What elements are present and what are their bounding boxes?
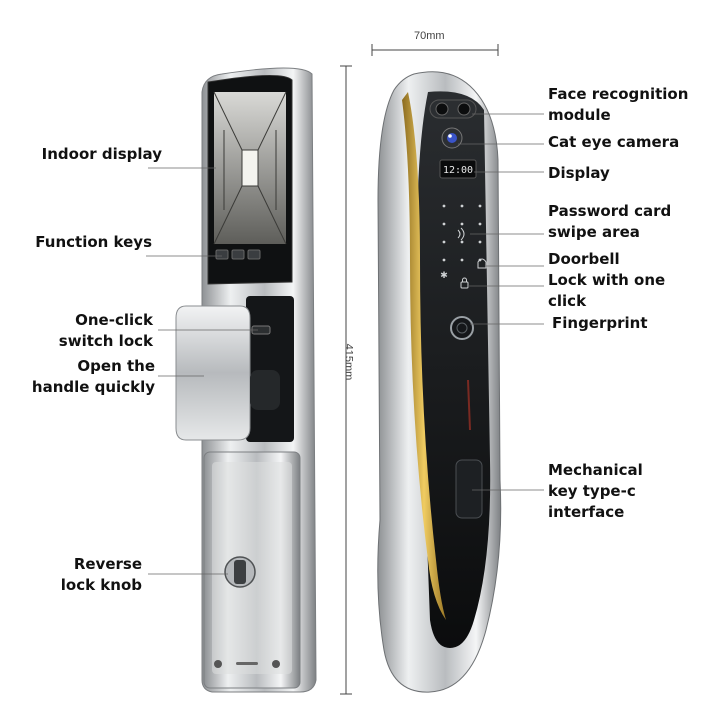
label-fingerprint: Fingerprint [552,314,648,332]
label-function-keys: Function keys [35,233,152,251]
indoor-unit [175,67,317,693]
fingerprint-sensor[interactable] [450,316,474,340]
label-lock-one-click: Lock with one click [548,271,666,310]
screw [272,660,280,668]
label-open-handle-quickly: Open the handle quickly [31,357,155,396]
label-display: Display [548,164,610,182]
mechanical-key-cover[interactable] [455,459,483,519]
corridor-image [213,91,287,245]
screw [214,660,222,668]
width-dimension-label: 70mm [414,30,445,42]
label-reverse-lock-knob: Reverse lock knob [60,555,142,594]
width-dimension [371,44,499,56]
label-password-card: Password card swipe area [548,202,672,241]
label-mechanical-key: Mechanical key type-c interface [548,461,643,521]
display-time: 12:00 [443,165,473,176]
outdoor-unit: 12:00 ✱ [377,71,502,693]
height-dimension-label: 415mm [342,343,355,381]
label-doorbell: Doorbell [548,250,620,268]
outdoor-display [439,159,477,179]
keypad-symbols-icon: ✱ [440,270,448,280]
label-cat-eye-camera: Cat eye camera [548,133,680,151]
handle-knuckle [250,370,280,410]
label-one-click-switch-lock: One-click switch lock [58,311,153,350]
doorbell-icon[interactable] [477,258,487,269]
reverse-lock-knob[interactable] [224,556,256,588]
gold-accent-strip [402,92,446,620]
red-reflection [467,379,471,431]
function-keys[interactable] [215,249,261,260]
indoor-slot [236,662,258,665]
card-swipe-icon [457,227,465,241]
face-recognition-module [429,99,477,119]
label-indoor-display: Indoor display [41,145,162,163]
label-face-recognition: Face recognition module [548,85,689,124]
leader-lines [146,113,544,575]
indoor-mid-panel [246,296,294,442]
indoor-handle[interactable] [175,305,251,441]
cat-eye-camera [441,127,463,149]
lock-icon[interactable] [460,277,469,289]
height-dimension [340,65,352,695]
